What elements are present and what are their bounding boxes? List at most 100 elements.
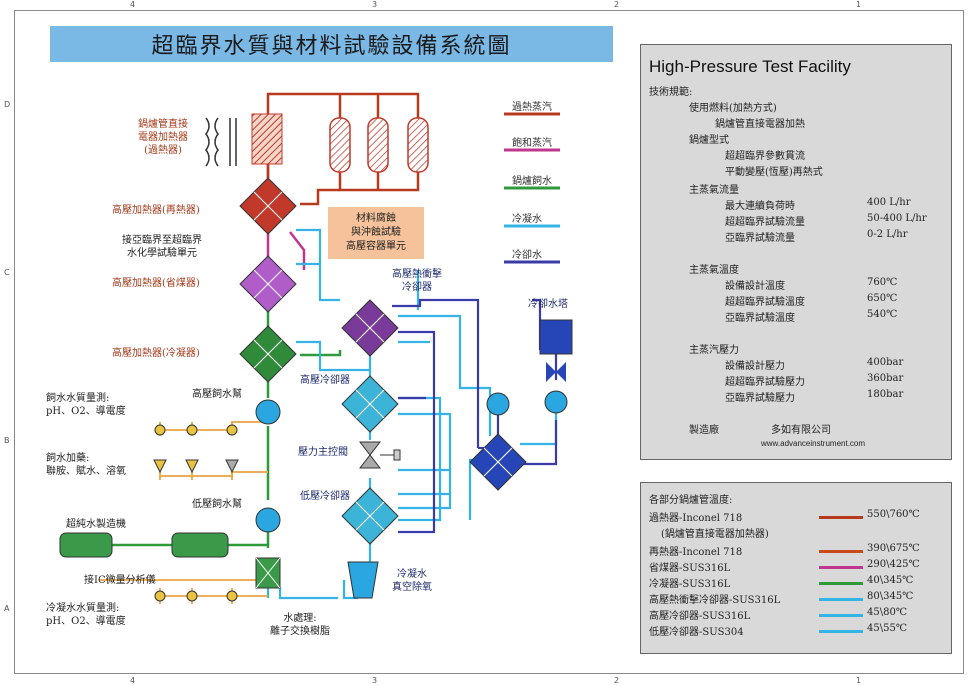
temp-header: 各部分鍋爐管溫度:: [649, 495, 733, 506]
ruler-left-c: C: [4, 268, 10, 277]
label-hp-shock-cooler: 高壓熱衝擊 冷卻器: [392, 269, 442, 293]
ruler-left-b: B: [4, 436, 10, 445]
label-electric-heater: 鍋爐管直接 電器加熱器 (過熱器): [138, 119, 188, 156]
spec-value: 180bar: [867, 389, 904, 400]
temp-row-swatch: [819, 516, 863, 519]
manufacturer-url: www.advanceinstrument.com: [761, 439, 866, 448]
spec-line: 超超臨界試驗溫度: [725, 297, 805, 308]
ruler-bottom-2: 2: [614, 676, 620, 685]
label-ultrapure: 超純水製造機: [66, 519, 126, 530]
cooling-water-lines: [392, 298, 558, 534]
spec-value: 400bar: [867, 357, 904, 368]
pressure-control-valve: [358, 441, 401, 469]
temp-row-swatch: [819, 550, 863, 553]
temp-row-value: 550\760℃: [867, 509, 920, 520]
tube-temperature-panel: 各部分鍋爐管溫度: 過熱器-Inconel 718 550\760℃ (鍋爐管直…: [640, 482, 952, 654]
temp-row-name: 冷凝器-SUS316L: [649, 579, 731, 590]
legend-label-condensate: 冷凝水: [512, 214, 542, 225]
ruler-top-3: 3: [372, 0, 378, 9]
cooling-tower-exchanger: [469, 433, 527, 491]
label-feed-quality: 飼水水質量測: pH、O2、導電度: [46, 393, 126, 417]
hp-shock-cooler-exchanger: [341, 299, 399, 357]
legend-label-feedwater: 鍋爐飼水: [512, 176, 552, 187]
legend-label-cooling: 冷卻水: [512, 250, 542, 261]
temp-row-value: 45\80℃: [867, 607, 908, 618]
spec-line: 多如有限公司: [771, 425, 831, 436]
spec-value: 650℃: [867, 293, 898, 304]
spec-line: 主蒸氣溫度: [689, 265, 739, 276]
cooling-pump-1: [486, 392, 510, 416]
spec-value: 0-2 L/hr: [867, 229, 908, 240]
material-test-box: 材料腐蝕 與沖蝕試驗 高壓容器單元: [328, 207, 424, 259]
vacuum-deaerator: [347, 561, 379, 599]
temp-row-swatch: [819, 614, 863, 617]
spec-line: 使用燃料(加熱方式): [689, 103, 777, 114]
spec-value: 760℃: [867, 277, 898, 288]
label-lp-cooler: 低壓冷卻器: [300, 491, 350, 502]
ruler-bottom-4: 4: [130, 676, 136, 685]
temp-row-swatch: [819, 566, 863, 569]
label-lp-feed-pump: 低壓飼水幫: [192, 499, 242, 510]
temp-row-value: 290\425℃: [867, 559, 920, 570]
spec-line: 技術規範:: [649, 87, 693, 98]
temp-row-value: 40\345℃: [867, 575, 914, 586]
temp-row-swatch: [819, 630, 863, 633]
spec-line: 製造廠: [689, 425, 719, 436]
temp-row-name: 低壓冷卻器-SUS304: [649, 627, 744, 638]
temp-row-swatch: [819, 598, 863, 601]
ruler-left-a: A: [4, 604, 10, 613]
spec-line: 超超臨界試驗壓力: [725, 377, 805, 388]
spec-line: 亞臨界試驗壓力: [725, 393, 795, 404]
temp-row-name: 省煤器-SUS316L: [649, 563, 731, 574]
spec-title: High-Pressure Test Facility: [649, 57, 851, 76]
label-cooling-tower: 冷卻水塔: [528, 299, 568, 310]
spec-line: 設備設計壓力: [725, 361, 785, 372]
spec-line: 鍋爐管直接電器加熱: [715, 119, 805, 130]
spec-line: 最大連續負荷時: [725, 201, 795, 212]
temp-row-value: 390\675℃: [867, 543, 920, 554]
spec-line: 主蒸汽壓力: [689, 345, 739, 356]
temp-row-name: 高壓熱衝擊冷卻器-SUS316L: [649, 595, 781, 606]
spec-line: 主蒸氣流量: [689, 185, 739, 196]
ultrapure-tank-1: [59, 532, 113, 558]
spec-line: 平動變壓(恆壓)再熱式: [725, 167, 823, 178]
label-hp-heater-cond: 高壓加熱器(冷凝器): [112, 348, 200, 359]
label-hp-heater-reheat: 高壓加熱器(再熱器): [112, 205, 200, 216]
diagram-title: 超臨界水質與材料試驗設備系統圖: [50, 26, 613, 62]
temp-row-name: (鍋爐管直接電器加熱器): [661, 529, 769, 540]
cooling-pump-2: [544, 390, 568, 414]
temp-row-name: 高壓冷卻器-SUS316L: [649, 611, 751, 622]
label-condensate-quality: 冷凝水水質量測: pH、O2、導電度: [46, 603, 126, 627]
spec-line: 鍋爐型式: [689, 135, 729, 146]
ultrapure-tank-2: [171, 532, 229, 558]
lp-feed-pump: [255, 507, 281, 533]
temp-row-name: 再熱器-Inconel 718: [649, 547, 743, 558]
label-pressure-valve: 壓力主控閥: [298, 447, 348, 458]
spec-value: 360bar: [867, 373, 904, 384]
spec-line: 超超臨界試驗流量: [725, 217, 805, 228]
temp-row-swatch: [819, 582, 863, 585]
spec-value: 400 L/hr: [867, 197, 911, 208]
ruler-top-4: 4: [130, 0, 136, 9]
label-water-treatment: 水處理: 離子交換樹脂: [270, 613, 330, 637]
ruler-top-1: 1: [856, 0, 862, 9]
spec-line: 超超臨界參數貫流: [725, 151, 805, 162]
lp-cooler-exchanger: [341, 487, 399, 545]
label-ic-analyzer: 接IC微量分析儀: [84, 575, 156, 586]
reheater-exchanger: [239, 177, 297, 235]
spec-line: 亞臨界試驗流量: [725, 233, 795, 244]
sample-points: [153, 424, 239, 602]
hp-feed-pump: [255, 399, 281, 425]
spec-value: 50-400 L/hr: [867, 213, 927, 224]
cooling-tower: [539, 319, 573, 382]
legend-label-saturated: 飽和蒸汽: [512, 138, 552, 149]
electric-heater: [205, 113, 283, 167]
label-hp-heater-econ: 高壓加熱器(省煤器): [112, 278, 200, 289]
feedwater-lines: [112, 300, 342, 548]
temp-row-value: 80\345℃: [867, 591, 914, 602]
spec-line: 亞臨界試驗溫度: [725, 313, 795, 324]
legend-label-superheat: 過熱蒸汽: [512, 102, 552, 113]
drawing-frame: [14, 10, 964, 674]
economizer-exchanger: [239, 255, 297, 313]
